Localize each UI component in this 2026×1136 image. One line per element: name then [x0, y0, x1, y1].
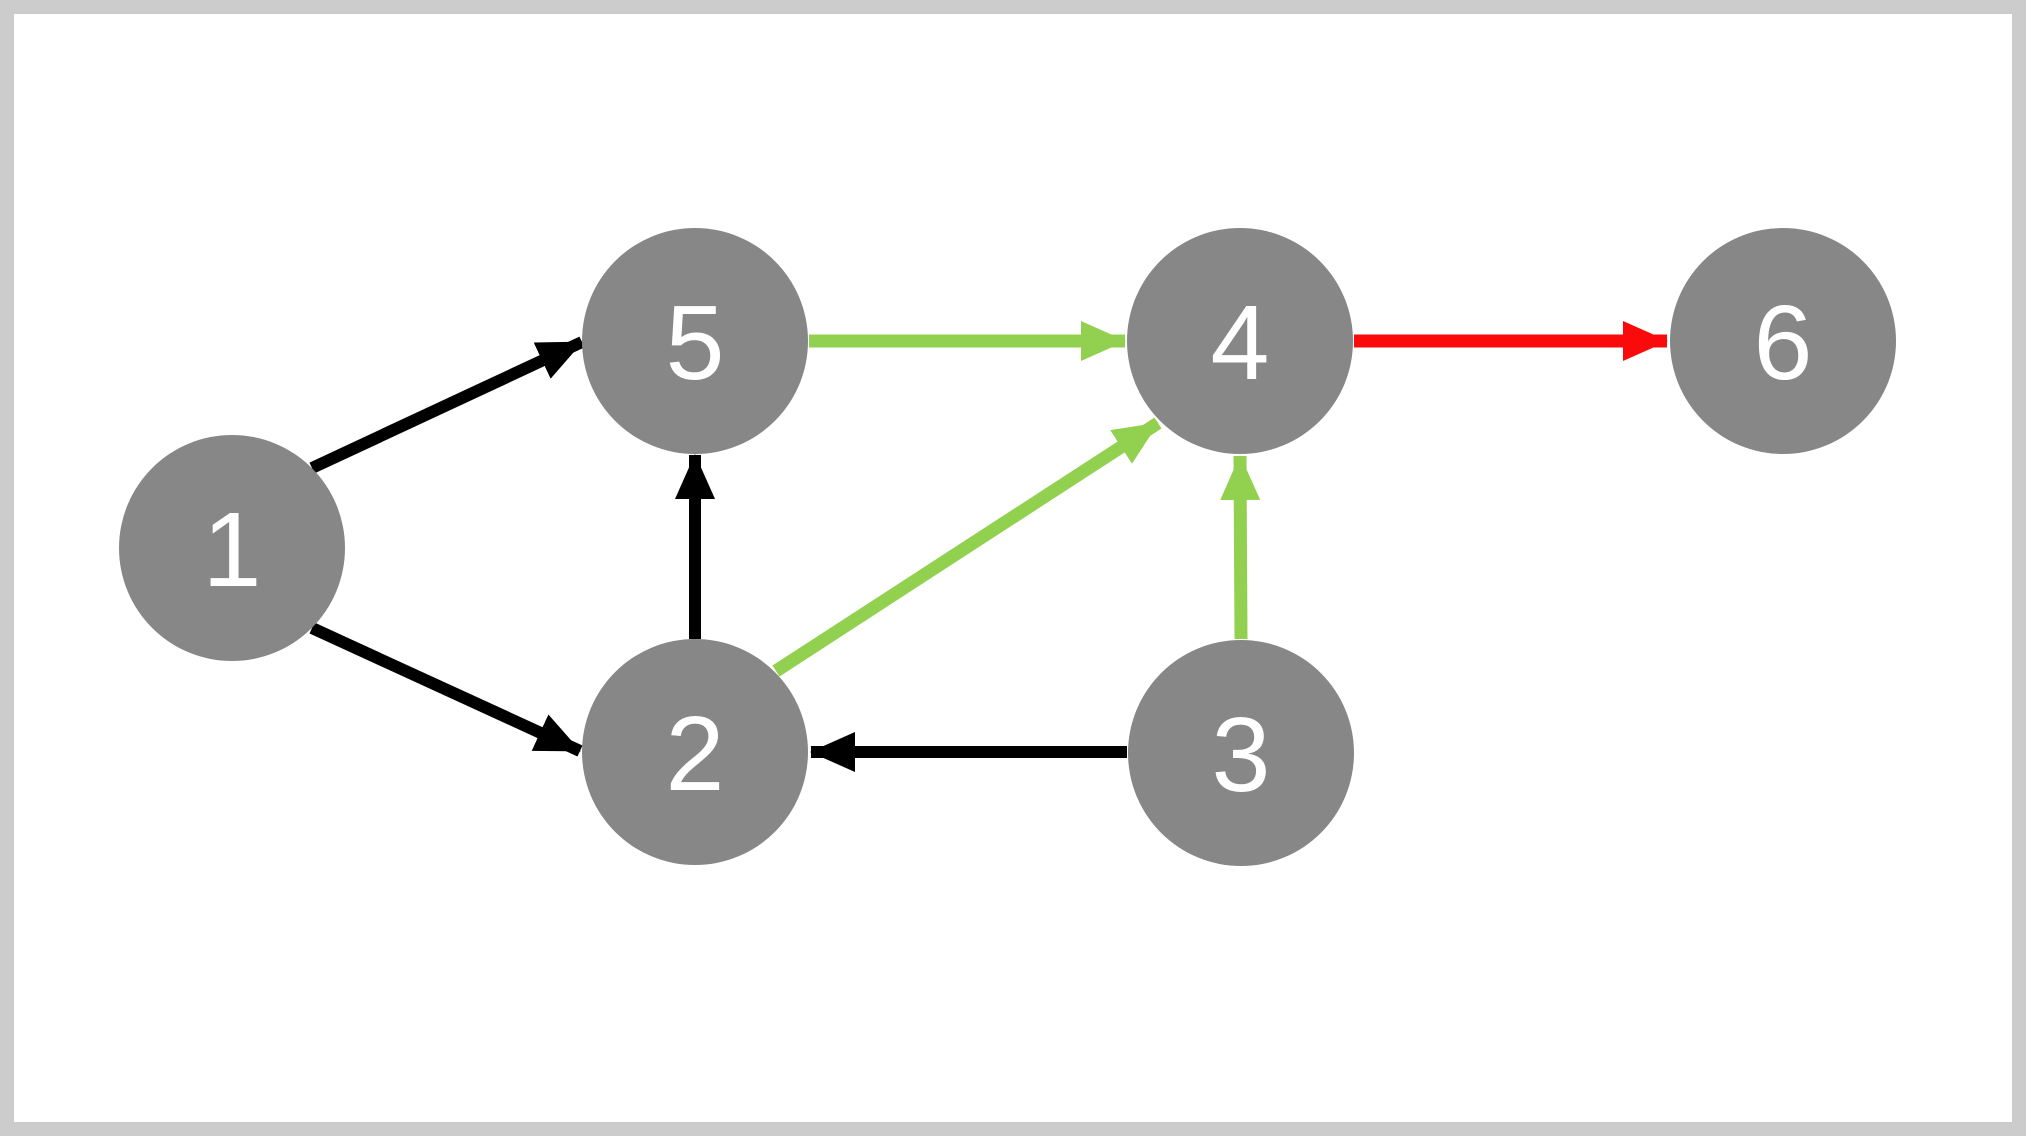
edge-1-5 [309, 336, 585, 474]
node-2: 2 [582, 639, 808, 865]
node-3-label: 3 [1212, 696, 1271, 814]
node-4: 4 [1127, 228, 1353, 454]
edge-1-2 [309, 622, 583, 757]
node-3-circle [1128, 640, 1354, 866]
node-5-circle [582, 228, 808, 454]
edge-2-4 [772, 417, 1162, 677]
node-3: 3 [1128, 640, 1354, 866]
node-6-label: 6 [1754, 284, 1813, 402]
node-2-circle [582, 639, 808, 865]
node-1-label: 1 [203, 491, 262, 609]
node-1-circle [119, 435, 345, 661]
edge-3-4 [1220, 455, 1261, 640]
node-6-circle [1670, 228, 1896, 454]
node-4-circle [1127, 228, 1353, 454]
node-5: 5 [582, 228, 808, 454]
node-6: 6 [1670, 228, 1896, 454]
node-4-label: 4 [1211, 284, 1270, 402]
node-2-label: 2 [666, 695, 725, 813]
node-1: 1 [119, 435, 345, 661]
node-5-label: 5 [666, 284, 725, 402]
